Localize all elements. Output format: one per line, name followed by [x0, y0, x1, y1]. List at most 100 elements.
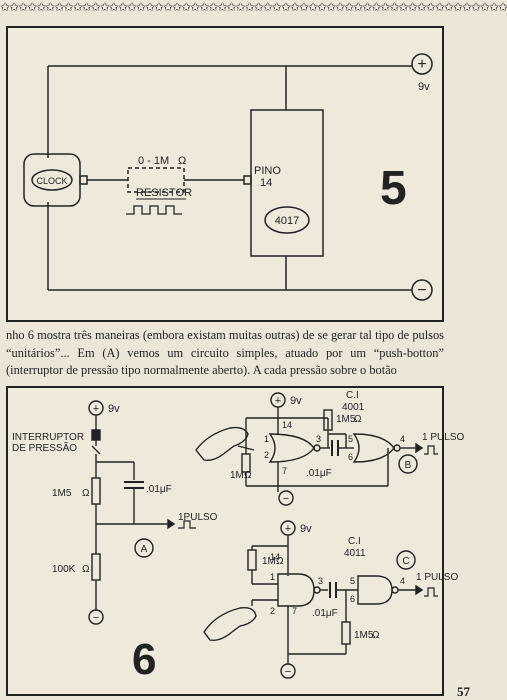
c-plus-symbol: +: [285, 523, 291, 535]
b-pin-14: 14: [282, 420, 292, 430]
circuit-a: + 9v INTERRUPTOR DE PRESSÃO 1M5 Ω .01μF …: [12, 400, 218, 625]
c-pin-6: 6: [350, 594, 355, 604]
b-gate2-icon: [352, 433, 395, 463]
a-plus-symbol: +: [93, 403, 99, 415]
b-letter-circle: [398, 454, 418, 474]
a-letter-circle: [134, 538, 154, 558]
c-finger-icon: [203, 606, 257, 642]
b-minus-terminal-icon: [278, 490, 294, 506]
c-minus-symbol: −: [285, 666, 291, 678]
b-pulse-label: 1 PULSO: [422, 432, 464, 443]
body-paragraph: nho 6 mostra três maneiras (embora exist…: [6, 328, 444, 377]
ohm-symbol: Ω: [178, 155, 186, 167]
a-r2-label: 100K: [52, 564, 76, 575]
voltage-label: 9v: [418, 81, 430, 93]
resistor-value: 0 - 1M: [138, 155, 169, 167]
b-cap-label: .01μF: [306, 468, 332, 479]
a-cap-label: .01μF: [146, 484, 172, 495]
b-pulse-icon: [424, 445, 438, 455]
switch-label-1: INTERRUPTOR: [12, 432, 84, 443]
b-chip-label: 4001: [342, 402, 365, 413]
b-resistor-1m5: [323, 409, 333, 431]
b-gate1-bubble: [313, 444, 321, 452]
b-pin-6: 6: [348, 452, 353, 462]
b-pin-2: 2: [264, 450, 269, 460]
minus-symbol: −: [417, 282, 426, 299]
c-pin-1: 1: [270, 572, 275, 582]
c-pin-4: 4: [400, 576, 405, 586]
pulse-train-icon: [126, 205, 182, 215]
a-r1-ohm: Ω: [82, 488, 90, 499]
a-voltage-label: 9v: [108, 403, 120, 415]
figure-number: 6: [132, 635, 156, 684]
ic-4017-body: [250, 109, 324, 257]
figure-6-panel: + 9v INTERRUPTOR DE PRESSÃO 1M5 Ω .01μF …: [6, 386, 464, 696]
a-pulse-label: 1PULSO: [178, 512, 218, 523]
c-ci-label: C.I: [348, 536, 361, 547]
figure-6-schematic: + 9v INTERRUPTOR DE PRESSÃO 1M5 Ω .01μF …: [12, 390, 464, 684]
c-pin-5: 5: [350, 576, 355, 586]
circuit-b: + 9v 1M5 Ω C.I 4001 1M Ω .01μF 1 PULSO: [195, 390, 464, 506]
c-r-top-label: 1M: [262, 556, 276, 567]
b-pin-5: 5: [348, 434, 353, 444]
b-voltage-label: 9v: [290, 395, 302, 407]
c-r-bottom-label: 1M5: [354, 630, 374, 641]
b-plus-symbol: +: [275, 395, 281, 407]
switch-label-2: DE PRESSÃO: [12, 441, 77, 454]
c-pulse-label: 1 PULSO: [416, 572, 458, 583]
c-output-arrow-icon: [415, 584, 424, 596]
b-gate2-bubble: [393, 444, 401, 452]
clock-oval: [31, 169, 73, 191]
push-button-icon: [91, 429, 101, 441]
c-gate1-bubble: [313, 586, 321, 594]
a-output-arrow-icon: [167, 518, 176, 530]
c-resistor-1m5: [341, 621, 351, 645]
switch-contact-icon: [91, 445, 101, 455]
c-pin-2: 2: [270, 606, 275, 616]
c-letter-circle: [396, 550, 416, 570]
plus-terminal-icon: [411, 53, 433, 75]
b-finger-icon: [195, 426, 249, 462]
chip-label: 4017: [275, 215, 299, 227]
a-minus-symbol: −: [93, 612, 99, 624]
c-gate1-icon: [277, 573, 315, 607]
b-r-left-label: 1M: [230, 470, 244, 481]
c-gate2-bubble: [391, 586, 399, 594]
b-pin-1: 1: [264, 434, 269, 444]
pin-number: 14: [260, 177, 272, 189]
c-resistor-1m: [247, 549, 257, 571]
a-r2-ohm: Ω: [82, 564, 90, 575]
b-r-top-ohm: Ω: [354, 414, 362, 425]
c-r-top-ohm: Ω: [276, 556, 284, 567]
b-letter: B: [405, 460, 412, 471]
a-letter: A: [141, 544, 148, 555]
c-chip-label: 4011: [344, 548, 366, 559]
a-minus-terminal-icon: [88, 609, 104, 625]
c-cap-label: .01μF: [312, 608, 338, 619]
a-r1-label: 1M5: [52, 488, 72, 499]
plus-symbol: +: [417, 56, 426, 73]
figure-5-panel: + 9v − CLOCK 0 - 1M Ω RESISTOR PINO 14 4…: [6, 26, 444, 322]
c-letter: C: [402, 556, 409, 567]
a-resistor-1m5: [91, 477, 101, 505]
c-voltage-label: 9v: [300, 523, 312, 535]
chip-oval: [264, 206, 310, 234]
a-resistor-100k: [91, 553, 101, 581]
circuit-c: + 9v C.I 4011 1M Ω .01μF 1 PULSO C: [203, 520, 458, 679]
b-output-arrow-icon: [415, 442, 424, 454]
c-gate2-icon: [357, 575, 393, 605]
pin-label: PINO: [254, 165, 281, 177]
star-border: ✩✩✩✩✩✩✩✩✩✩✩✩✩✩✩✩✩✩✩✩✩✩✩✩✩✩✩✩✩✩✩✩✩✩✩✩✩✩✩✩…: [0, 0, 507, 14]
b-gate1-icon: [268, 433, 315, 463]
c-pin-7: 7: [292, 606, 297, 616]
ic-input-pin: [243, 175, 252, 185]
c-r-bottom-ohm: Ω: [372, 630, 380, 641]
b-pin-4: 4: [400, 434, 405, 444]
clock-output-pin: [79, 175, 88, 185]
c-minus-terminal-icon: [280, 663, 296, 679]
minus-terminal-icon: [411, 279, 433, 301]
clock-label: CLOCK: [36, 176, 67, 186]
b-pin-3: 3: [316, 434, 321, 444]
b-minus-symbol: −: [283, 493, 289, 505]
resistor-box: [127, 167, 185, 193]
